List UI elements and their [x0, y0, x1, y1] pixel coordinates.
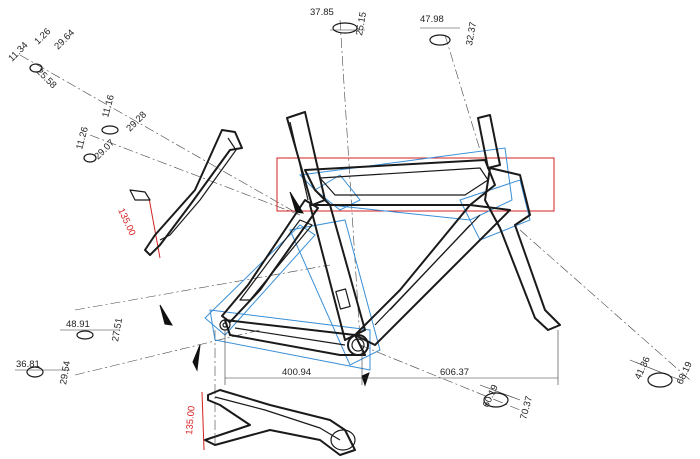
dim-top-left-b: 1.26	[32, 26, 53, 47]
dim-chainstay-length: 135.00	[184, 405, 197, 435]
chainstay-part	[204, 389, 356, 456]
dim-wheelbase-rear: 400.94	[282, 367, 311, 378]
dim-top-b: 25.15	[354, 11, 369, 36]
dim-top-left-a: 11.34	[6, 40, 30, 64]
dim-mid-left-c: 11.26	[74, 126, 91, 151]
tube-outlines	[204, 147, 531, 371]
dim-left-b: 27.51	[110, 317, 125, 342]
dim-right-b: 68.19	[675, 360, 695, 386]
dim-top-a: 37.85	[310, 7, 334, 18]
dimension-labels: 11.34 1.26 29.64 25.58 11.16 29.28 11.26…	[6, 7, 694, 435]
dim-mid-left-d: 29.07	[92, 138, 117, 163]
dim-top-right-b: 32.37	[464, 21, 479, 46]
arrows	[159, 191, 370, 387]
bike-frame	[219, 111, 561, 356]
dim-mid-left-b: 29.28	[124, 110, 149, 135]
dimension-lines	[15, 27, 681, 401]
dim-top-left-d: 25.58	[34, 66, 59, 91]
dim-mid-left-a: 11.16	[100, 94, 117, 119]
seatstay-part	[129, 129, 243, 256]
dim-top-left-c: 29.64	[52, 28, 77, 53]
dim-left-a: 48.91	[66, 319, 90, 330]
dim-bottom-left-b: 29.54	[58, 360, 73, 385]
centerlines	[19, 19, 691, 445]
dim-bottom-right-a: 60.19	[481, 383, 501, 409]
dim-top-right-a: 47.98	[420, 14, 444, 25]
dim-bottom-left-a: 36.81	[16, 359, 40, 370]
dim-bottom-right-b: 70.37	[518, 395, 535, 421]
dim-wheelbase-front: 606.37	[440, 367, 469, 378]
section-profiles	[26, 22, 673, 408]
dim-seatstay-length: 135.00	[115, 207, 137, 238]
